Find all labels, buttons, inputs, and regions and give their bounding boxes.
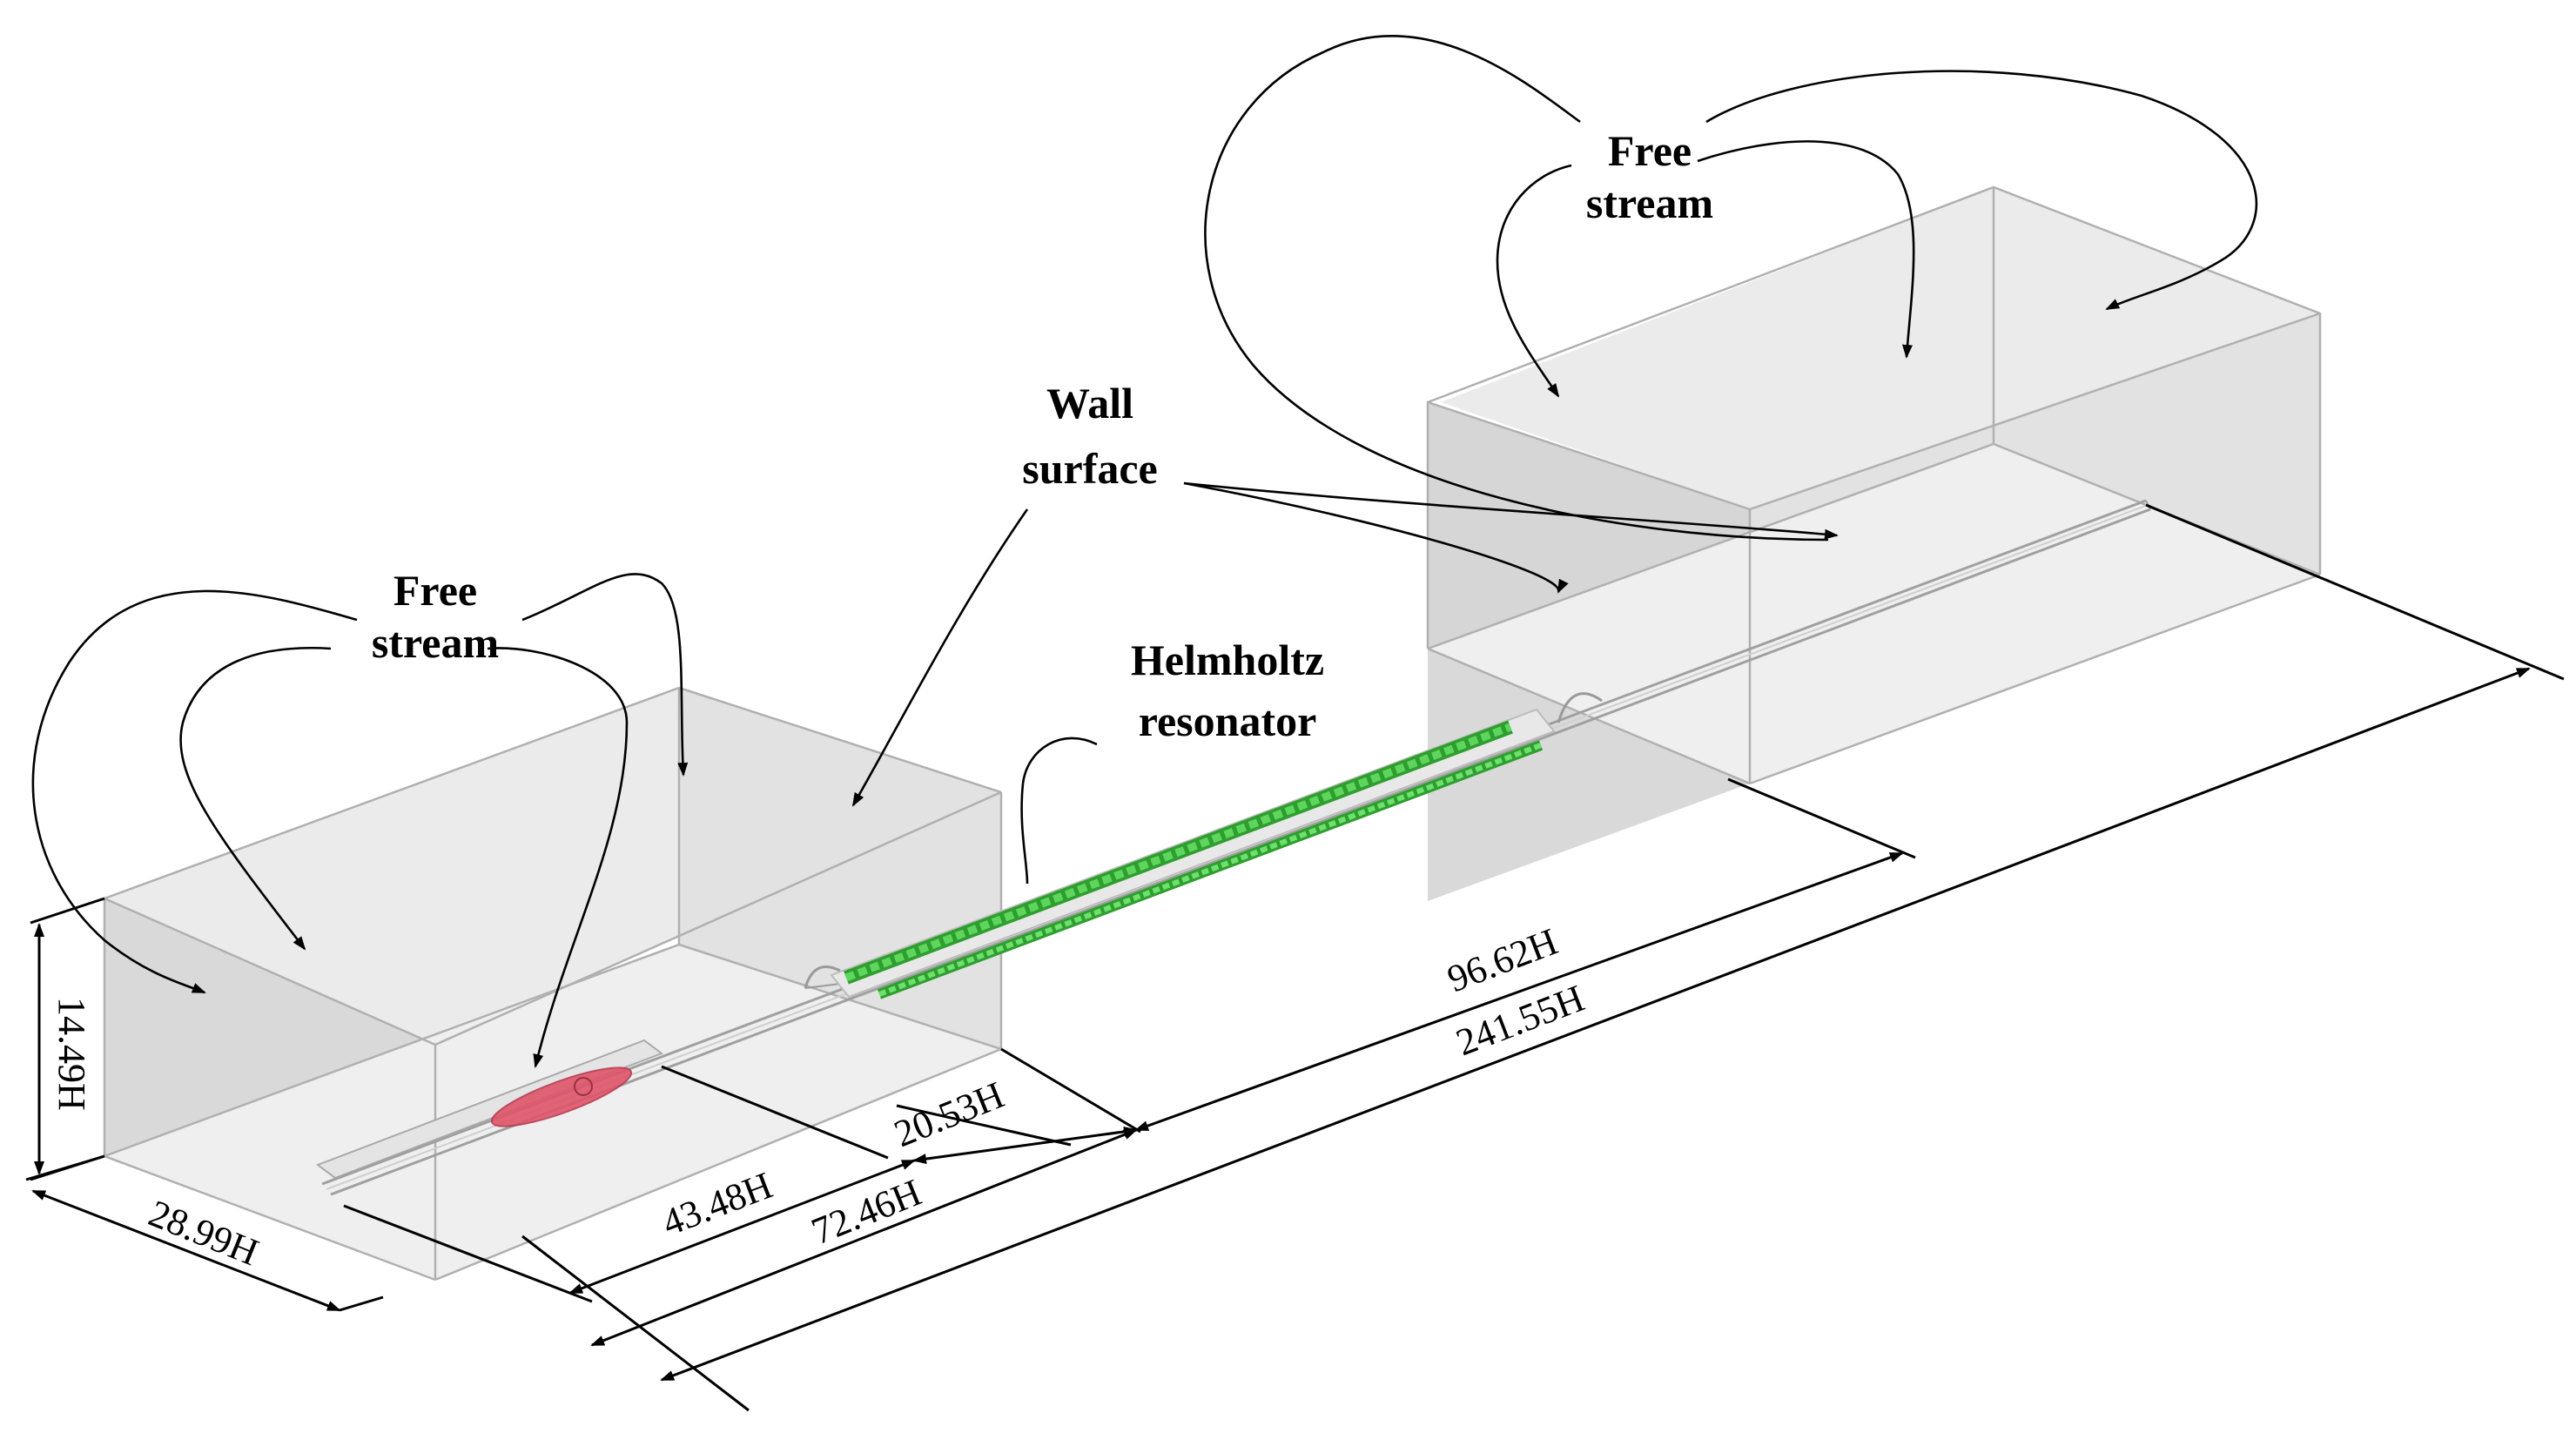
wall-surface-line1: Wall (1046, 379, 1133, 427)
right-domain-box (1426, 185, 2322, 901)
leader-lines (31, 35, 2258, 1068)
helmholtz-label: Helmholtz resonator (1131, 636, 1324, 745)
free-stream-left-line1: Free (393, 566, 477, 615)
free-stream-right-line1: Free (1608, 126, 1692, 175)
dim-height: 14.49H (50, 997, 93, 1111)
free-stream-right-line2: stream (1586, 178, 1713, 227)
free-stream-right-label: Free stream (1586, 126, 1713, 227)
dim-72-46: 72.46H (805, 1171, 927, 1253)
wall-surface-line2: surface (1022, 444, 1158, 493)
helmholtz-line1: Helmholtz (1131, 636, 1324, 684)
wall-surface-label: Wall surface (1022, 379, 1158, 493)
helmholtz-line2: resonator (1139, 696, 1317, 745)
dimension-lines (25, 503, 2565, 1412)
noise-source (490, 1066, 633, 1127)
free-stream-left-line2: stream (372, 618, 499, 667)
free-stream-left-label: Free stream (372, 566, 499, 667)
